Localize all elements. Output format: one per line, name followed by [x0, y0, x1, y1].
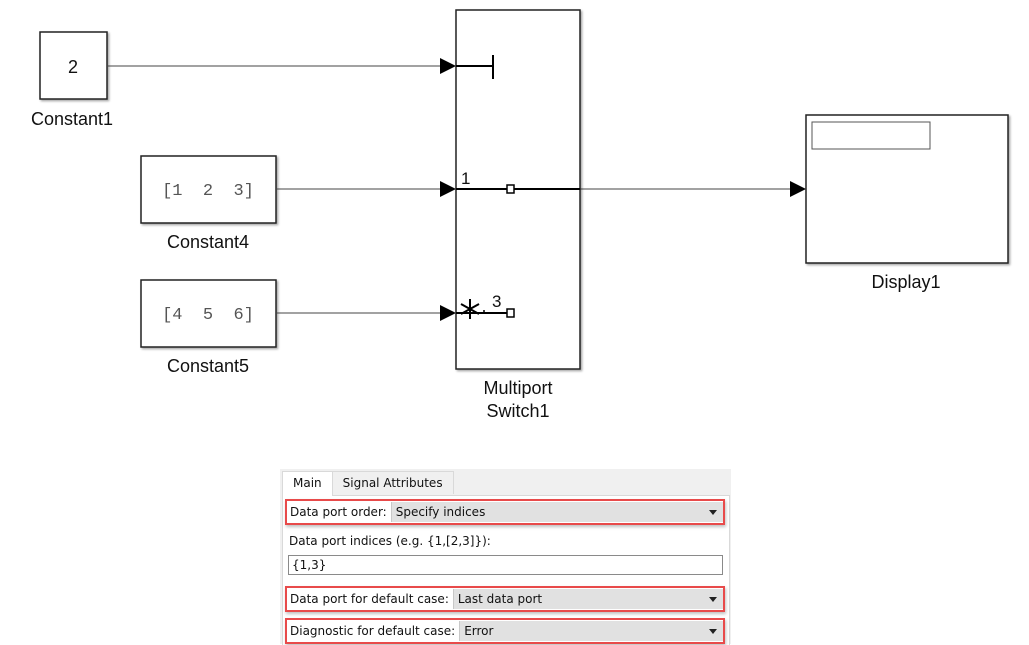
data-port-1-index: 1 — [461, 169, 470, 188]
display-label[interactable]: Display1 — [871, 272, 940, 292]
signal-line-constant5[interactable] — [276, 305, 456, 321]
data-port-1-icon — [456, 184, 580, 194]
input-arrow-icon — [790, 181, 806, 197]
constant4-block[interactable]: [1 2 3] — [140, 155, 277, 224]
constant1-value: 2 — [68, 57, 78, 77]
dialog-tabs: Main Signal Attributes — [282, 471, 454, 496]
dropdown-arrow-icon[interactable] — [709, 510, 717, 515]
default-case-diagnostic-value: Error — [464, 624, 494, 638]
display-block[interactable] — [805, 114, 1009, 264]
dropdown-arrow-icon[interactable] — [709, 597, 717, 602]
constant1-label[interactable]: Constant1 — [31, 109, 113, 129]
data-port-order-label: Data port order: — [290, 505, 387, 519]
input-arrow-icon — [440, 305, 456, 321]
default-case-diagnostic-row: Diagnostic for default case: Error — [285, 618, 725, 644]
default-case-port-row: Data port for default case: Last data po… — [285, 586, 725, 612]
tab-main[interactable]: Main — [282, 471, 333, 496]
constant4-label[interactable]: Constant4 — [167, 232, 249, 252]
signal-line-constant1[interactable] — [107, 58, 456, 74]
default-case-asterisk-icon — [460, 299, 485, 319]
input-arrow-icon — [440, 181, 456, 197]
signal-line-switch-to-display[interactable] — [580, 181, 806, 197]
constant1-block[interactable]: 2 — [39, 31, 108, 100]
default-case-diagnostic-label: Diagnostic for default case: — [290, 624, 456, 638]
display-value-field — [811, 121, 931, 150]
constant5-label[interactable]: Constant5 — [167, 356, 249, 376]
constant5-block[interactable]: [4 5 6] — [140, 279, 277, 348]
data-port-3-index: 3 — [492, 292, 501, 311]
main-tab-panel: Data port order: Specify indices Data po… — [282, 495, 730, 645]
default-case-port-value: Last data port — [457, 592, 543, 606]
data-port-order-value: Specify indices — [395, 505, 486, 519]
signal-line-constant4[interactable] — [276, 181, 456, 197]
constant4-value: [1 2 3] — [162, 182, 254, 201]
data-port-order-row: Data port order: Specify indices — [285, 499, 725, 525]
data-port-indices-input[interactable]: {1,3} — [288, 555, 723, 575]
data-port-indices-label: Data port indices (e.g. {1,[2,3]}): — [289, 534, 491, 548]
constant5-value: [4 5 6] — [162, 306, 254, 325]
multiport-switch-label-line1[interactable]: Multiport — [483, 378, 552, 398]
block-parameters-dialog: Main Signal Attributes Data port order: … — [280, 469, 731, 645]
input-arrow-icon — [440, 58, 456, 74]
dropdown-arrow-icon[interactable] — [709, 629, 717, 634]
default-case-diagnostic-select[interactable]: Error — [459, 621, 723, 641]
control-port-icon — [456, 55, 494, 79]
multiport-switch-block[interactable]: 1 3 — [455, 9, 581, 370]
default-case-port-select[interactable]: Last data port — [452, 589, 723, 609]
tab-signal-attributes[interactable]: Signal Attributes — [331, 471, 454, 494]
multiport-switch-label-line2[interactable]: Switch1 — [486, 401, 549, 421]
block-diagram: 2 Constant1 [1 2 3] Constant4 [4 5 6] Co… — [31, 9, 1009, 421]
data-port-order-select[interactable]: Specify indices — [390, 502, 723, 522]
default-case-port-label: Data port for default case: — [290, 592, 449, 606]
